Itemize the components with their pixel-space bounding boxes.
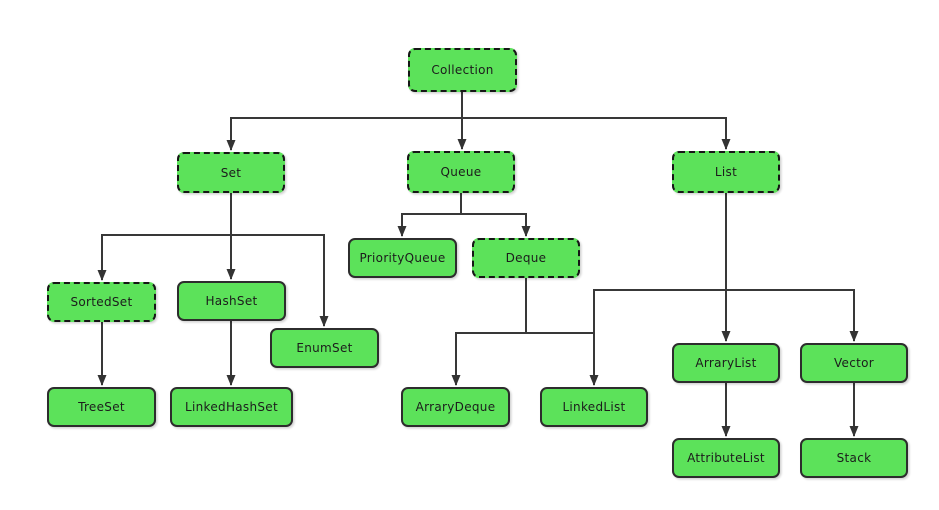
node-hashset-label: HashSet bbox=[205, 294, 258, 308]
node-list: List bbox=[672, 151, 780, 193]
node-priorityqueue: PriorityQueue bbox=[348, 238, 457, 278]
node-sortedset-label: SortedSet bbox=[70, 295, 133, 309]
edge-deque-linkedlist bbox=[525, 278, 594, 334]
node-queue: Queue bbox=[407, 151, 515, 193]
node-sortedset: SortedSet bbox=[47, 282, 156, 322]
node-linkedlist: LinkedList bbox=[540, 387, 648, 427]
node-collection: Collection bbox=[408, 48, 517, 92]
node-linkedlist-label: LinkedList bbox=[562, 400, 626, 414]
node-arrarydeque: ArraryDeque bbox=[401, 387, 510, 427]
edge-deque-arrarydeque bbox=[451, 278, 527, 386]
node-attributelist-label: AttributeList bbox=[687, 451, 765, 465]
node-stack-label: Stack bbox=[836, 451, 872, 465]
node-vector: Vector bbox=[800, 343, 908, 383]
node-set-label: Set bbox=[220, 165, 242, 180]
node-linkedhashset: LinkedHashSet bbox=[170, 387, 293, 427]
edge-queue-deque bbox=[460, 193, 531, 237]
node-list-label: List bbox=[714, 165, 738, 179]
node-treeset-label: TreeSet bbox=[78, 400, 125, 414]
edge-collection-set bbox=[226, 92, 463, 151]
edge-collection-list bbox=[461, 92, 731, 150]
node-arrarylist-label: ArraryList bbox=[695, 356, 757, 370]
node-attributelist: AttributeList bbox=[672, 438, 780, 478]
node-stack: Stack bbox=[800, 438, 908, 478]
node-deque: Deque bbox=[472, 238, 580, 278]
node-collection-label: Collection bbox=[431, 63, 494, 77]
node-set: Set bbox=[177, 152, 285, 193]
node-hashset: HashSet bbox=[177, 281, 286, 321]
node-linkedhashset-label: LinkedHashSet bbox=[185, 400, 278, 414]
edge-queue-priorityqueue bbox=[397, 193, 462, 237]
node-arrarylist: ArraryList bbox=[672, 343, 780, 383]
node-priorityqueue-label: PriorityQueue bbox=[359, 251, 446, 265]
node-enumset-label: EnumSet bbox=[296, 341, 353, 355]
node-arrarydeque-label: ArraryDeque bbox=[415, 400, 496, 414]
edge-set-sortedset bbox=[97, 193, 232, 281]
node-queue-label: Queue bbox=[440, 165, 482, 179]
node-enumset: EnumSet bbox=[270, 328, 379, 368]
edge-list-vector bbox=[725, 193, 859, 342]
node-vector-label: Vector bbox=[833, 356, 875, 370]
node-deque-label: Deque bbox=[505, 251, 547, 265]
node-treeset: TreeSet bbox=[47, 387, 156, 427]
